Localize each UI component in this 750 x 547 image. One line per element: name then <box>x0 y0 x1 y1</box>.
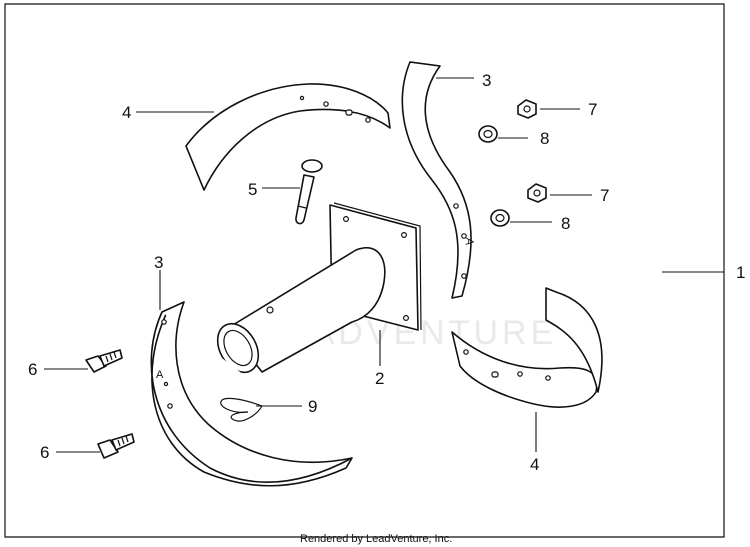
tine-3-left: A <box>150 301 353 487</box>
svg-text:A: A <box>463 237 476 246</box>
callout-labels: 1 2 3 3 4 4 5 6 6 7 7 8 8 9 <box>28 71 745 474</box>
hub-shaft-2 <box>216 202 422 374</box>
callout-6-upper: 6 <box>28 360 37 379</box>
tine-4-lower <box>451 287 603 408</box>
footer-credit: Rendered by LeadVenture, Inc. <box>300 533 452 545</box>
clevis-pin-5 <box>295 159 323 225</box>
svg-text:A: A <box>156 369 164 381</box>
callout-7-lower: 7 <box>600 186 609 205</box>
callout-9: 9 <box>308 397 317 416</box>
hairpin-clip-9 <box>220 397 263 422</box>
callout-6-lower: 6 <box>40 443 49 462</box>
diagram-frame <box>4 3 725 538</box>
bolt-6-lower <box>97 433 135 459</box>
callout-7-upper: 7 <box>588 100 597 119</box>
callout-4-lower: 4 <box>530 455 539 474</box>
bolt-6-upper <box>85 349 123 373</box>
washer-8-lower <box>490 209 510 227</box>
tine-3-right: A <box>401 61 476 299</box>
callout-4-upper: 4 <box>122 103 131 122</box>
leader-lines <box>44 77 592 453</box>
callout-3-left: 3 <box>154 253 163 272</box>
callout-2: 2 <box>375 369 384 388</box>
callout-8-upper: 8 <box>540 129 549 148</box>
nut-7-lower <box>527 183 547 203</box>
nut-7-upper <box>517 99 537 119</box>
callout-1: 1 <box>736 263 745 282</box>
callout-3-right: 3 <box>482 71 491 90</box>
washer-8-upper <box>478 125 498 143</box>
tine-4-upper <box>185 83 391 191</box>
callout-8-lower: 8 <box>561 214 570 233</box>
callout-5: 5 <box>248 180 257 199</box>
